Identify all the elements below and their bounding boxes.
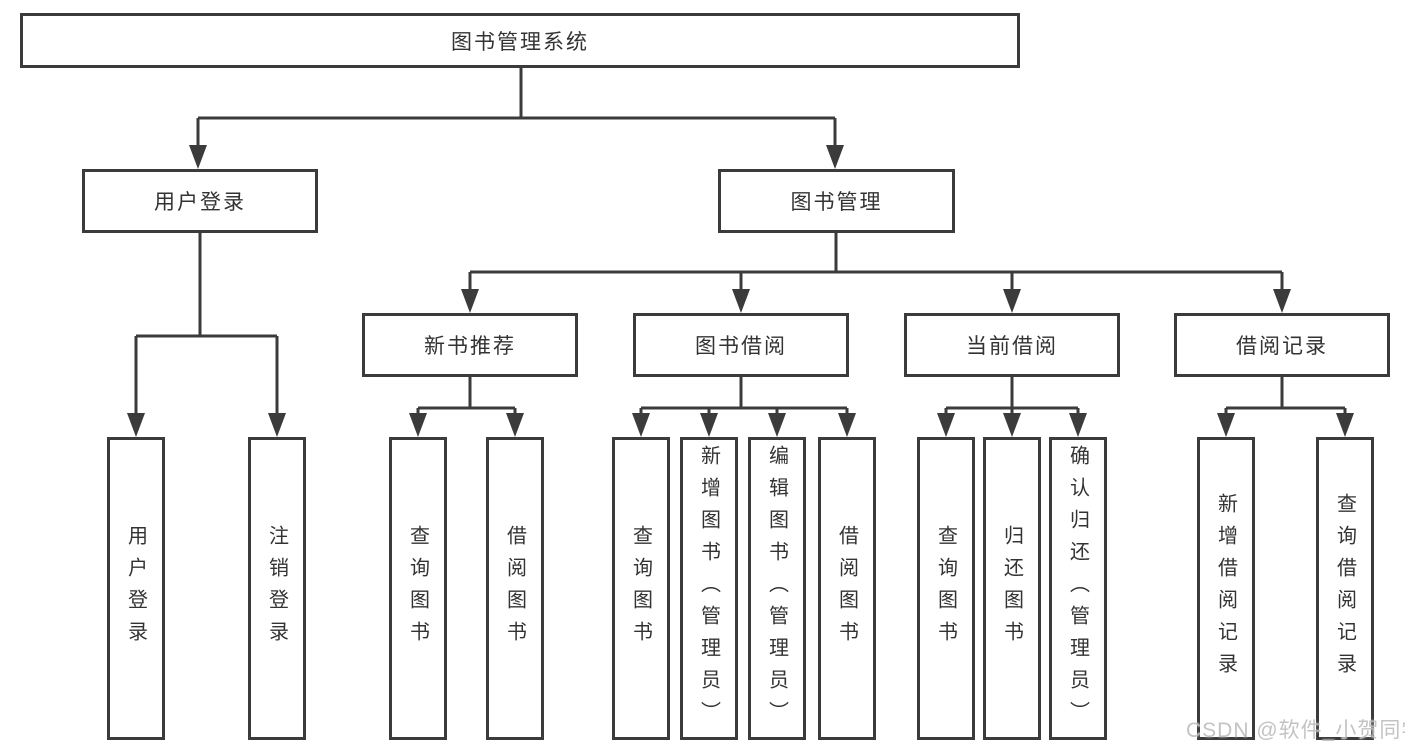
connector-recommend-to-leaves bbox=[416, 375, 517, 415]
node-label: 查询借阅记录 bbox=[1333, 492, 1356, 685]
node-return-book: 归还图书 bbox=[983, 437, 1041, 740]
watermark: CSDN @软件_小贺同学 bbox=[1186, 719, 1405, 742]
node-label: 注销登录 bbox=[265, 524, 288, 653]
node-book-borrow: 图书借阅 bbox=[633, 313, 849, 377]
arrowhead bbox=[768, 413, 786, 437]
node-label: 图书管理 bbox=[790, 191, 883, 214]
connector-current-to-leaves bbox=[944, 375, 1080, 415]
node-user-login: 用户登录 bbox=[82, 169, 318, 233]
arrowhead bbox=[268, 413, 286, 437]
node-add-book-admin: 新增图书（管理员） bbox=[680, 437, 738, 740]
connector-userlogin-to-leaves bbox=[134, 231, 279, 415]
node-root: 图书管理系统 bbox=[20, 13, 1020, 68]
arrowhead bbox=[1273, 289, 1291, 313]
node-add-borrow-record: 新增借阅记录 bbox=[1197, 437, 1255, 740]
node-label: 新增借阅记录 bbox=[1214, 492, 1237, 685]
node-current-borrow: 当前借阅 bbox=[904, 313, 1120, 377]
arrowhead bbox=[700, 413, 718, 437]
node-label: 新增图书（管理员） bbox=[697, 444, 720, 733]
node-edit-book-admin: 编辑图书（管理员） bbox=[748, 437, 806, 740]
arrowhead bbox=[632, 413, 650, 437]
node-label: 借阅记录 bbox=[1236, 335, 1328, 358]
arrowhead bbox=[838, 413, 856, 437]
arrowhead bbox=[1336, 413, 1354, 437]
node-new-book-recommend: 新书推荐 bbox=[362, 313, 578, 377]
node-label: 借阅图书 bbox=[503, 524, 526, 653]
node-book-management: 图书管理 bbox=[718, 169, 955, 233]
arrowhead bbox=[1069, 413, 1087, 437]
node-label: 当前借阅 bbox=[966, 335, 1058, 358]
arrowhead bbox=[1003, 413, 1021, 437]
node-query-books-current: 查询图书 bbox=[917, 437, 975, 740]
node-label: 确认归还（管理员） bbox=[1066, 444, 1089, 733]
node-borrow-books-recommend: 借阅图书 bbox=[486, 437, 544, 740]
node-borrow-records: 借阅记录 bbox=[1174, 313, 1390, 377]
arrowhead bbox=[826, 145, 844, 169]
node-label: 查询图书 bbox=[934, 524, 957, 653]
arrowhead bbox=[732, 289, 750, 313]
node-label: 查询图书 bbox=[629, 524, 652, 653]
connector-borrow-to-leaves bbox=[639, 375, 849, 415]
node-label: 图书管理系统 bbox=[451, 30, 589, 54]
node-login-action: 用户登录 bbox=[107, 437, 165, 740]
node-logout-action: 注销登录 bbox=[248, 437, 306, 740]
node-label: 新书推荐 bbox=[424, 335, 516, 358]
connector-bookmgmt-to-level3 bbox=[468, 231, 1284, 290]
node-label: 用户登录 bbox=[124, 524, 147, 653]
arrowhead bbox=[127, 413, 145, 437]
node-query-books-recommend: 查询图书 bbox=[389, 437, 447, 740]
node-label: 查询图书 bbox=[406, 524, 429, 653]
node-confirm-return-admin: 确认归还（管理员） bbox=[1049, 437, 1107, 740]
node-label: 编辑图书（管理员） bbox=[765, 444, 788, 733]
node-label: 借阅图书 bbox=[835, 524, 858, 653]
arrowhead bbox=[1217, 413, 1235, 437]
connector-root-to-level2 bbox=[196, 66, 837, 147]
arrowhead bbox=[1003, 289, 1021, 313]
arrowhead bbox=[937, 413, 955, 437]
arrowhead bbox=[189, 145, 207, 169]
arrowhead bbox=[506, 413, 524, 437]
node-label: 图书借阅 bbox=[695, 335, 787, 358]
node-label: 归还图书 bbox=[1000, 524, 1023, 653]
node-query-borrow-record: 查询借阅记录 bbox=[1316, 437, 1374, 740]
node-query-books-borrow: 查询图书 bbox=[612, 437, 670, 740]
node-label: 用户登录 bbox=[154, 191, 246, 214]
node-borrow-books-action: 借阅图书 bbox=[818, 437, 876, 740]
arrowhead bbox=[409, 413, 427, 437]
arrowhead bbox=[461, 289, 479, 313]
connector-records-to-leaves bbox=[1224, 375, 1347, 415]
